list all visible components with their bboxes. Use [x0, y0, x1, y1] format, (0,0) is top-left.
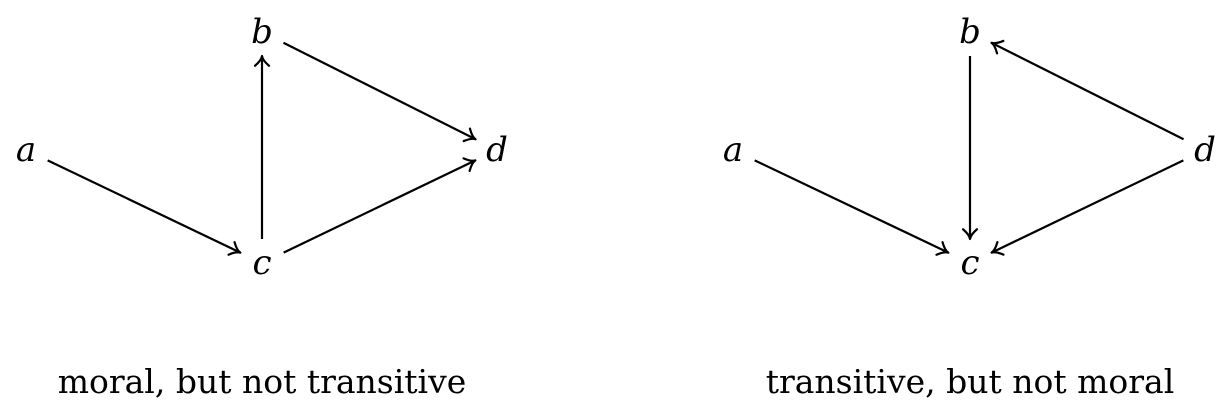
node-b: b: [251, 12, 273, 52]
arrowhead-b-to-c: [961, 228, 979, 241]
node-c: c: [960, 243, 979, 283]
edge-a-to-c: [754, 159, 949, 254]
edge-a-to-c: [47, 159, 241, 254]
node-a: a: [723, 130, 743, 170]
arrowhead-c-to-d: [462, 157, 477, 173]
edge-b-to-d: [282, 41, 477, 141]
node-a: a: [16, 130, 36, 170]
edges-right: [754, 39, 1185, 256]
node-d: d: [1194, 130, 1216, 170]
arrowhead-a-to-c: [935, 241, 950, 256]
edges-left: [47, 41, 477, 256]
node-c: c: [252, 243, 271, 283]
nodes-right: a b c d: [723, 12, 1216, 283]
edge-d-to-c: [991, 159, 1184, 254]
edge-d-to-b: [990, 41, 1185, 141]
arrowhead-b-to-d: [462, 127, 477, 143]
arrowhead-c-to-b: [253, 54, 271, 67]
arrowhead-d-to-c: [990, 240, 1005, 256]
diagram-right: a b c d transitive, but not moral: [723, 12, 1216, 401]
caption-left: moral, but not transitive: [58, 362, 467, 401]
node-d: d: [486, 130, 508, 170]
nodes-left: a b c d: [16, 12, 508, 283]
caption-right: transitive, but not moral: [766, 362, 1175, 401]
arrowhead-d-to-b: [990, 39, 1005, 55]
diagram-left: a b c d moral, but not transitive: [16, 12, 508, 401]
arrowhead-a-to-c: [227, 241, 242, 256]
edge-c-to-d: [283, 159, 476, 254]
node-b: b: [959, 12, 981, 52]
